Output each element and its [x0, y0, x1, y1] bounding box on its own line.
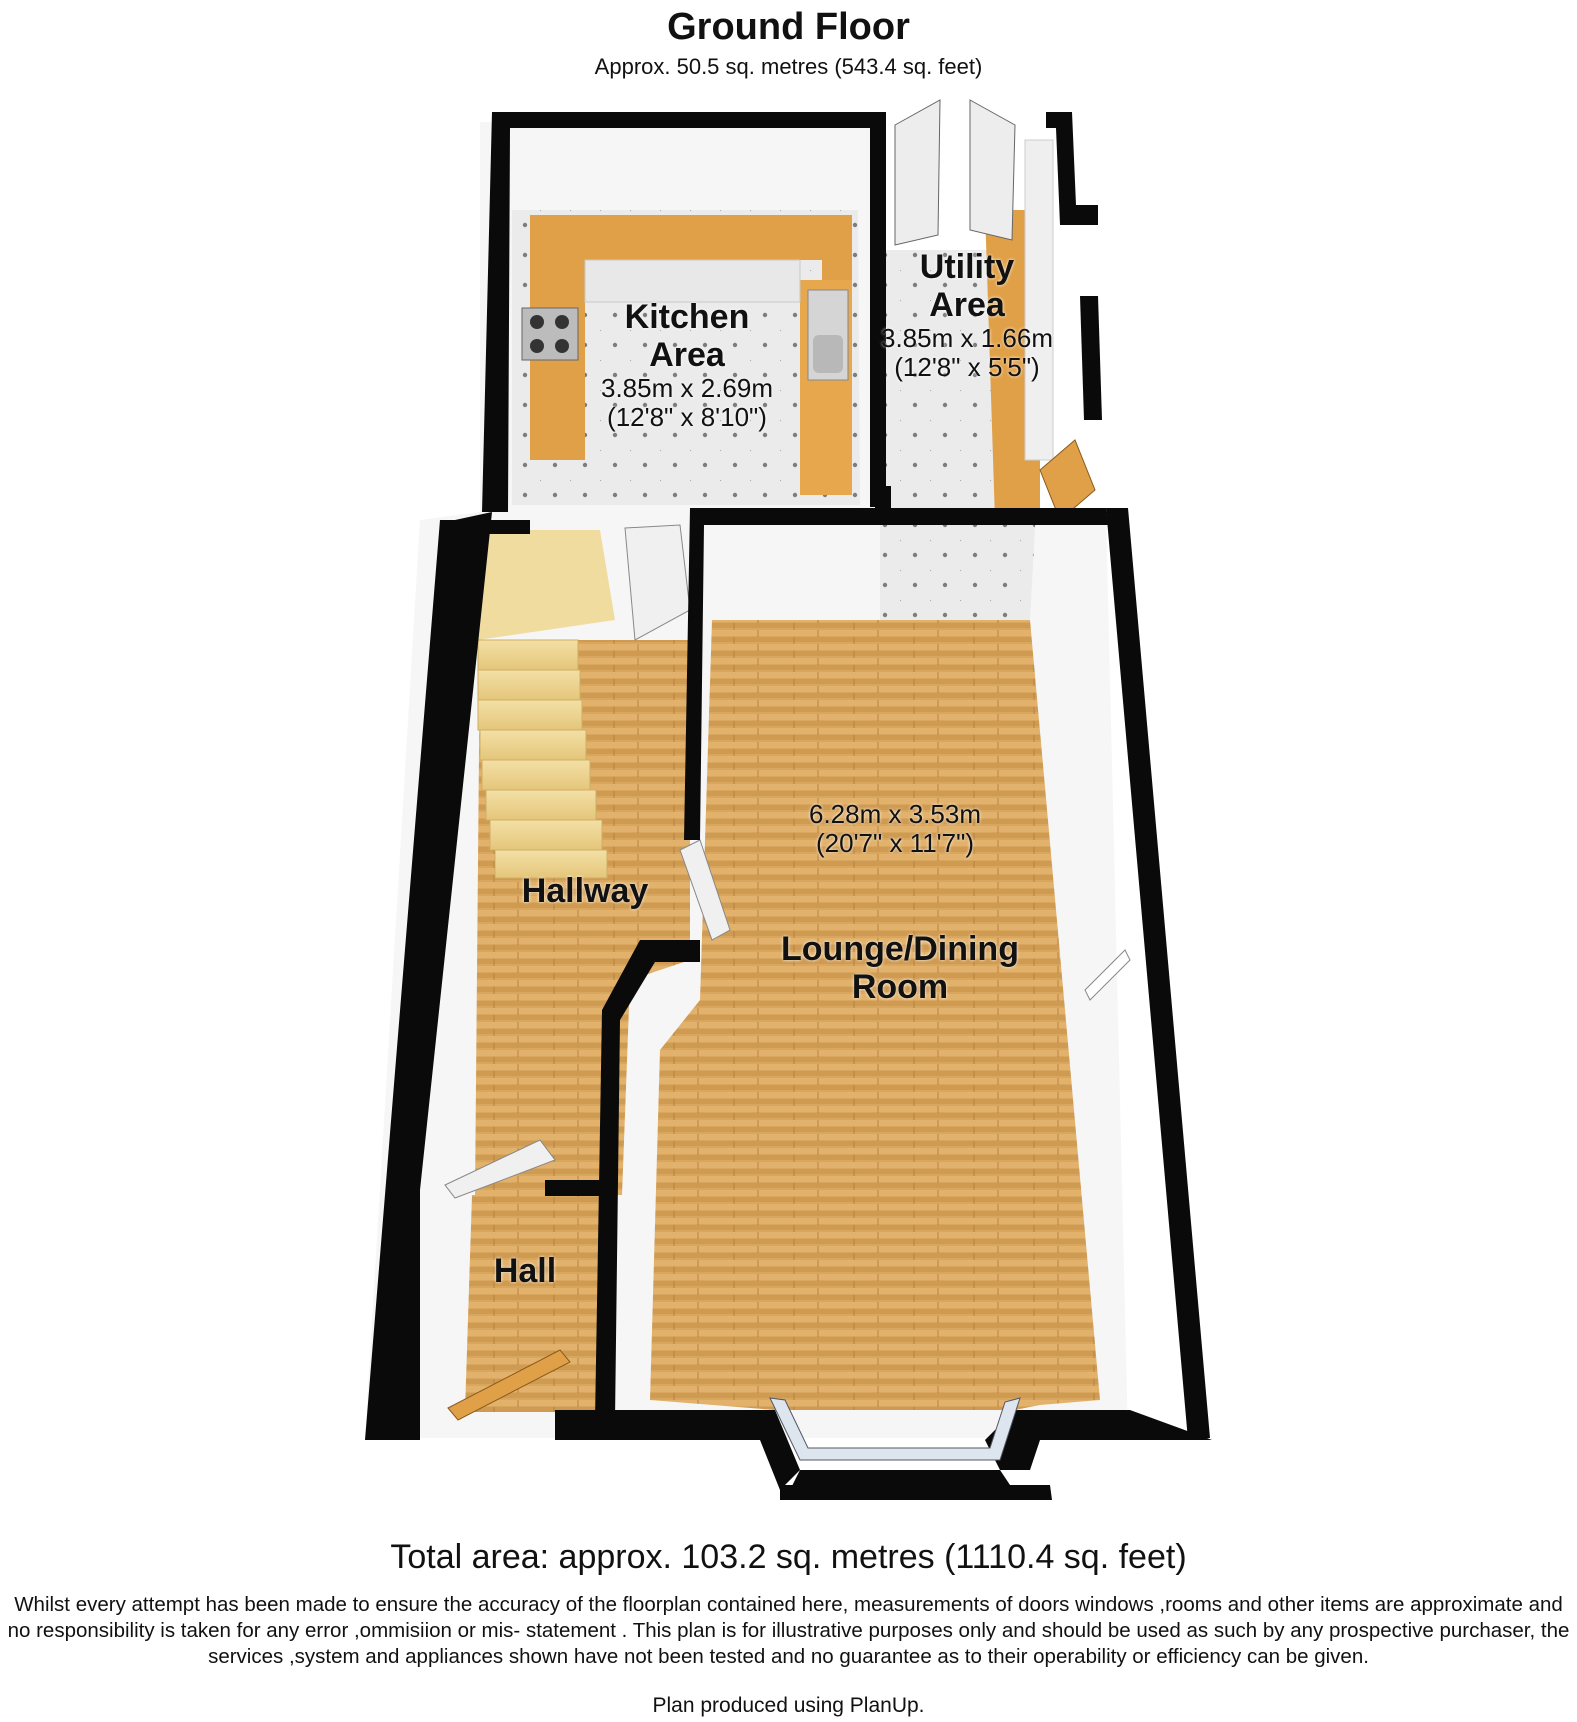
kitchen-name: Kitchen: [624, 298, 750, 336]
lounge-side-door: [1084, 949, 1131, 1001]
hallway-label: Hallway: [505, 872, 665, 910]
utility-dim-metric: 3.85m x 1.66m: [881, 323, 1053, 354]
lounge-name: Lounge/Dining: [781, 930, 1019, 968]
sink: [807, 289, 849, 381]
kitchen-worktop: [530, 215, 852, 460]
kitchen-base-units: [584, 259, 801, 303]
hall-name: Hall: [493, 1252, 557, 1290]
utility-name-2: Area: [929, 286, 1005, 325]
lounge-dim-imperial: (20'7" x 11'7"): [816, 828, 974, 859]
hall-label: Hall: [480, 1252, 570, 1290]
page-title: Ground Floor: [667, 6, 910, 48]
lounge-name-2: Room: [851, 968, 949, 1007]
hall-inner-door: [444, 1139, 556, 1199]
lounge-dim-metric: 6.28m x 3.53m: [809, 799, 981, 829]
lounge-dimensions: 6.28m x 3.53m (20'7" x 11'7"): [780, 799, 1010, 859]
utility-cabinet: [1024, 139, 1054, 461]
floor-area-subtitle: Approx. 50.5 sq. metres (543.4 sq. feet): [594, 54, 983, 79]
front-door: [447, 1349, 571, 1421]
kitchen-dim-imperial: (12'8" x 8'10"): [607, 402, 767, 433]
lounge-door: [679, 839, 731, 941]
utility-name: Utility: [919, 248, 1015, 286]
side-door: [1039, 439, 1096, 521]
utility-dim-imperial: (12'8" x 5'5"): [894, 352, 1040, 383]
staircase: [477, 530, 615, 879]
hob: [521, 307, 579, 361]
total-area: Total area: approx. 103.2 sq. metres (11…: [390, 1538, 1187, 1576]
lounge-floor: [650, 620, 1100, 1410]
kitchen-dim-metric: 3.85m x 2.69m: [601, 373, 773, 404]
french-doors: [894, 99, 1016, 246]
kitchen-name-2: Area: [649, 336, 725, 375]
disclaimer-text: Whilst every attempt has been made to en…: [7, 1593, 1570, 1668]
hallway-name: Hallway: [521, 872, 649, 910]
lounge-label: Lounge/Dining Room: [760, 930, 1040, 1006]
utility-label: Utility Area 3.85m x 1.66m (12'8" x 5'5"…: [862, 248, 1072, 382]
walls: [365, 112, 1212, 1500]
bay-window: [769, 1397, 1021, 1461]
produced-by: Plan produced using PlanUp.: [652, 1694, 925, 1717]
kitchen-label: Kitchen Area 3.85m x 2.69m (12'8" x 8'10…: [582, 298, 792, 432]
